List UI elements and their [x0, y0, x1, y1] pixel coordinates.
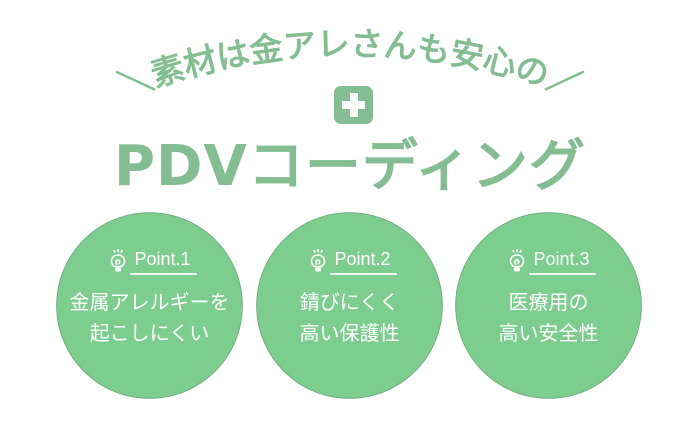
point-label-row: Point.3: [456, 248, 641, 275]
point-line: 高い安全性: [498, 321, 599, 345]
point-card-3: Point.3 医療用の 高い安全性: [456, 213, 641, 398]
lightbulb-icon: [311, 249, 326, 272]
point-description: 医療用の 高い安全性: [456, 287, 641, 349]
page-title: PDVコーディング: [114, 134, 586, 199]
point-description: 金属アレルギーを 起こしにくい: [57, 287, 242, 349]
point-card-1: Point.1 金属アレルギーを 起こしにくい: [57, 213, 242, 398]
point-number: Point.1: [130, 248, 197, 275]
lightbulb-icon: [510, 249, 525, 272]
point-number: Point.2: [330, 248, 397, 275]
point-line: 錆びにくく: [299, 290, 400, 314]
point-line: 医療用の: [508, 290, 589, 314]
point-label-row: Point.2: [257, 248, 442, 275]
lightbulb-icon: [111, 249, 126, 272]
point-line: 金属アレルギーを: [69, 290, 230, 314]
point-card-2: Point.2 錆びにくく 高い保護性: [257, 213, 442, 398]
point-number: Point.3: [529, 248, 596, 275]
point-label-row: Point.1: [57, 248, 242, 275]
plus-icon: [334, 86, 373, 124]
point-description: 錆びにくく 高い保護性: [257, 287, 442, 349]
point-line: 高い保護性: [299, 321, 400, 345]
point-line: 起こしにくい: [89, 321, 210, 345]
